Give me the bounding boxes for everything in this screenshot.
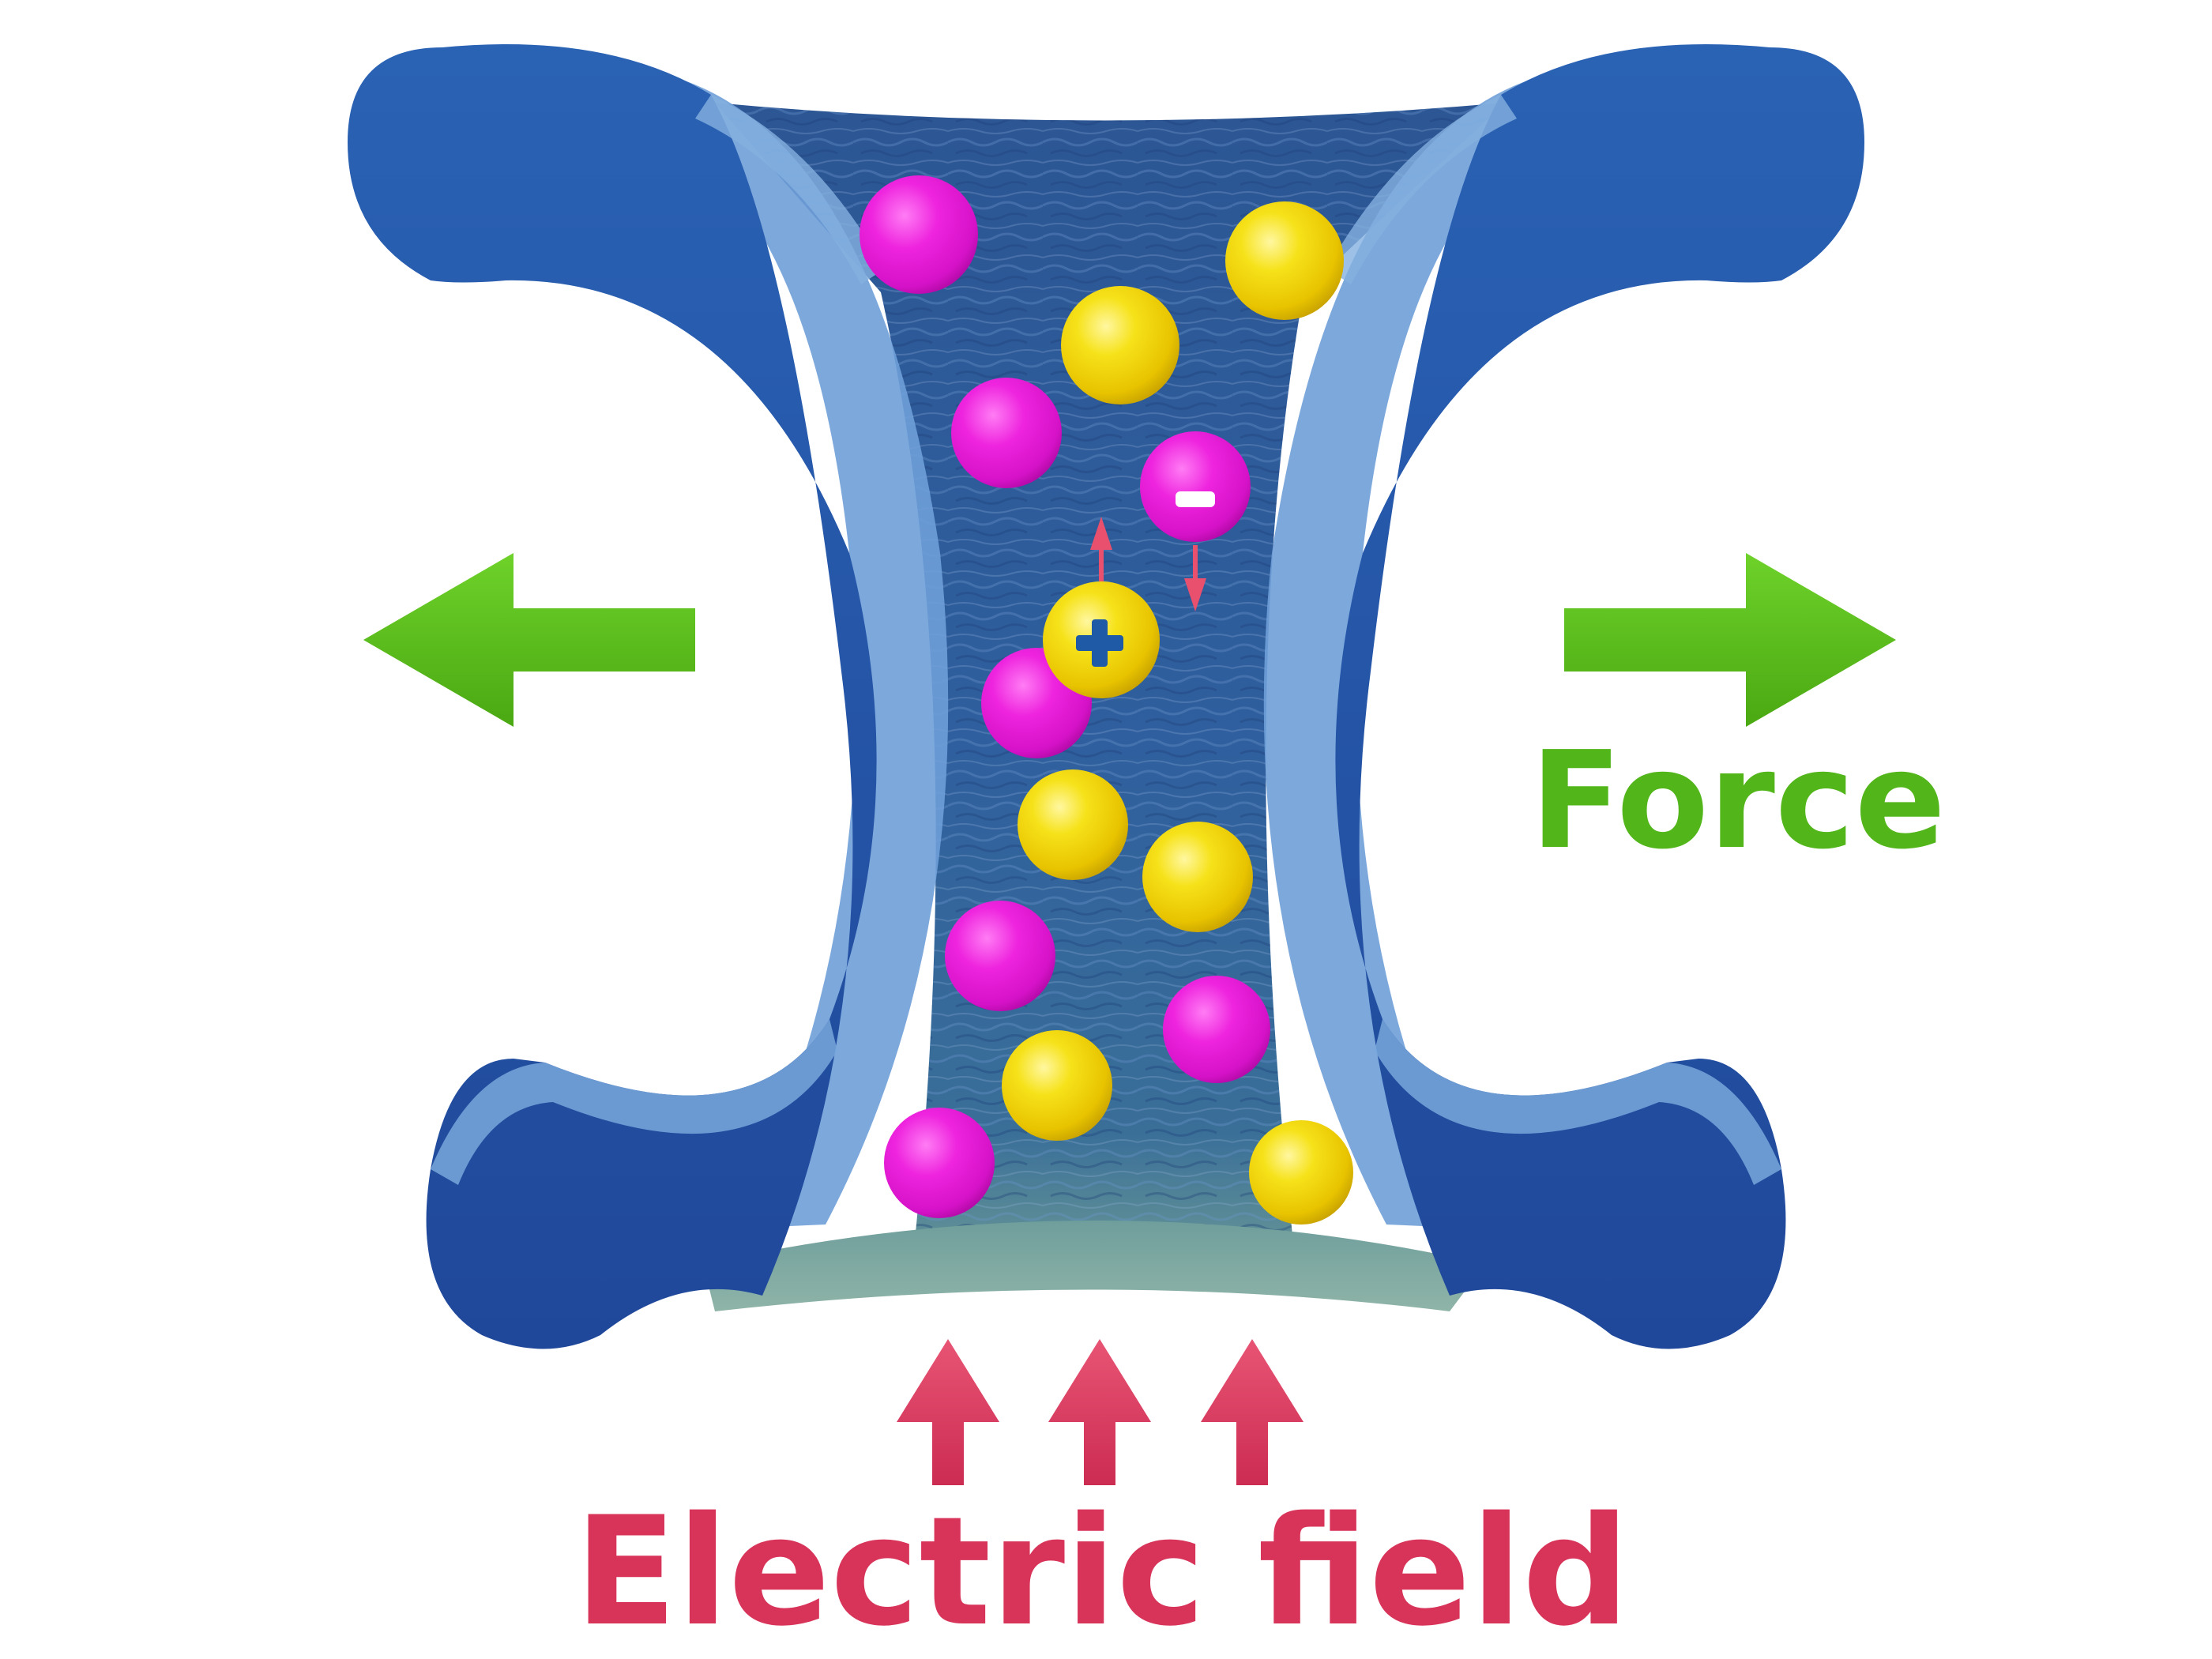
positive-ion: [1061, 286, 1179, 404]
negative-ion: [1163, 976, 1270, 1083]
electric-field-label: Electric field: [574, 1484, 1630, 1659]
positive-ion: [1142, 822, 1253, 932]
left-wall: [348, 44, 949, 1349]
negative-ion: [945, 901, 1055, 1011]
plus-sign-icon: [1076, 619, 1123, 667]
minus-sign-icon: [1176, 491, 1215, 507]
right-wall: [1263, 44, 1864, 1349]
labeled-negative-ion: [1140, 431, 1251, 542]
arrow-right-icon: [1564, 553, 1896, 727]
positive-ion: [1225, 201, 1344, 320]
arrow-up-icon: [1201, 1339, 1304, 1485]
liquid-floor: [703, 1221, 1485, 1311]
arrow-down-icon: [1184, 545, 1206, 611]
arrow-left-icon: [363, 553, 695, 727]
negative-ion: [884, 1108, 995, 1218]
negative-ion: [951, 378, 1062, 488]
labeled-positive-ion: [1043, 581, 1160, 698]
negative-ion: [860, 175, 978, 294]
positive-ion: [1249, 1120, 1353, 1224]
force-label: Force: [1530, 723, 1946, 879]
ion-motion-arrows: [1090, 517, 1206, 611]
positive-ion: [1002, 1030, 1112, 1141]
arrow-up-icon: [1048, 1339, 1151, 1485]
arrow-up-icon: [1090, 517, 1112, 581]
positive-ion: [1018, 769, 1128, 880]
ions: [860, 175, 1353, 1224]
electric-field-arrows: [897, 1339, 1304, 1485]
force-arrows: [363, 553, 1896, 727]
arrow-up-icon: [897, 1339, 999, 1485]
